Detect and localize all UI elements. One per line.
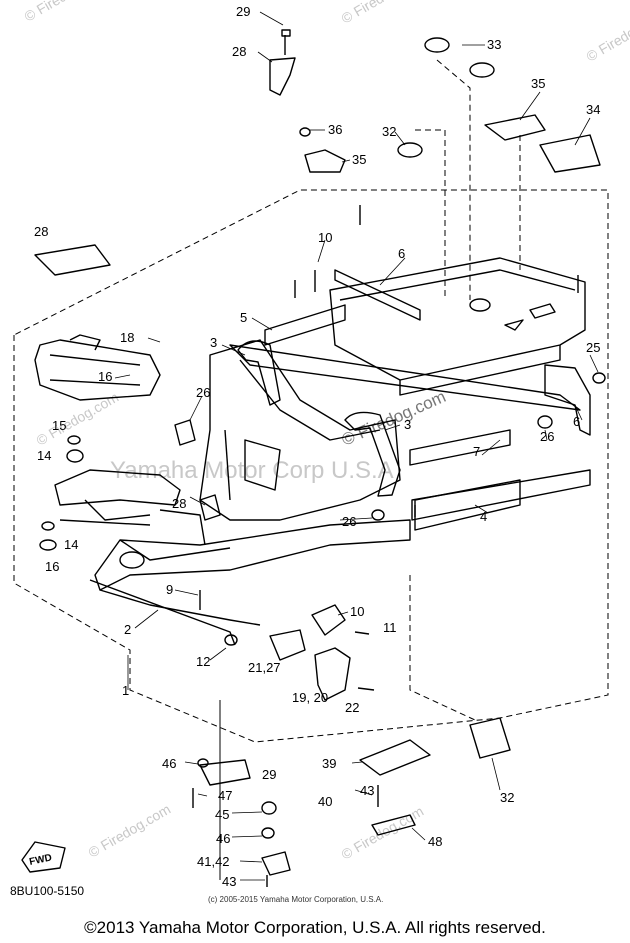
callout-label: 47 [218, 788, 232, 803]
callout-label: 1 [122, 683, 129, 698]
callout-label: 12 [196, 654, 210, 669]
callout-label: 43 [222, 874, 236, 889]
callout-label: 29 [236, 4, 250, 19]
callout-label: 7 [473, 444, 480, 459]
frame-drawing [21, 29, 606, 887]
callout-label: 26 [196, 385, 210, 400]
callout-label: 3 [404, 417, 411, 432]
callout-label: 25 [586, 340, 600, 355]
callout-label: 26 [342, 514, 356, 529]
fwd-arrow-label: FWD [28, 852, 53, 867]
callout-label: 46 [216, 831, 230, 846]
callout-label: 34 [586, 102, 600, 117]
callout-label: 43 [360, 783, 374, 798]
small-copyright: (c) 2005-2015 Yamaha Motor Corporation, … [208, 895, 384, 904]
footer-copyright: ©2013 Yamaha Motor Corporation, U.S.A. A… [84, 918, 546, 937]
callout-label: 29 [262, 767, 276, 782]
callout-label: 22 [345, 700, 359, 715]
callout-label: 2 [124, 622, 131, 637]
callout-label: 19, 20 [292, 690, 328, 705]
callout-label: 39 [322, 756, 336, 771]
assembly-boundary [13, 59, 609, 743]
callout-label: 40 [318, 794, 332, 809]
callout-label: 16 [45, 559, 59, 574]
callout-label: 21,27 [248, 660, 281, 675]
callout-label: 45 [215, 807, 229, 822]
callout-label: 6 [398, 246, 405, 261]
callout-label: 14 [37, 448, 51, 463]
callout-label: 35 [531, 76, 545, 91]
callout-label: 36 [328, 122, 342, 137]
callout-label: 4 [480, 509, 487, 524]
callout-label: 10 [318, 230, 332, 245]
callout-label: 14 [64, 537, 78, 552]
callout-label: 48 [428, 834, 442, 849]
watermark-faint: Yamaha Motor Corp U.S.A [110, 457, 394, 484]
callout-label: 5 [240, 310, 247, 325]
callout-label: 28 [34, 224, 48, 239]
leader-lines [114, 11, 599, 881]
callout-label: 3 [210, 335, 217, 350]
watermark-text: © Firedog.com [584, 5, 630, 65]
callout-label: 11 [383, 620, 397, 635]
callout-label: 28 [232, 44, 246, 59]
watermark-text: © Firedog.com [339, 803, 427, 863]
callout-label: 33 [487, 37, 501, 52]
callout-label: 15 [52, 418, 66, 433]
watermark-text: © Firedog.com [339, 0, 427, 27]
callout-layer: 29 28 33 35 34 32 36 35 28 10 6 5 3 18 2… [28, 4, 600, 889]
callout-label: 26 [540, 429, 554, 444]
diagram-code: 8BU100-5150 [10, 884, 85, 898]
callout-label: 6 [573, 414, 580, 429]
callout-label: 28 [172, 496, 186, 511]
callout-label: 46 [162, 756, 176, 771]
callout-label: 35 [352, 152, 366, 167]
callout-label: 32 [500, 790, 514, 805]
callout-label: 41,42 [197, 854, 230, 869]
watermark-text: © Firedog.com [22, 0, 110, 25]
watermark-text: © Firedog.com [86, 801, 174, 861]
callout-label: 16 [98, 369, 112, 384]
watermark-layer: © Firedog.com © Firedog.com © Firedog.co… [22, 0, 630, 863]
watermark-center: © Firedog.com [339, 387, 449, 450]
callout-label: 10 [350, 604, 364, 619]
callout-label: 9 [166, 582, 173, 597]
callout-label: 32 [382, 124, 396, 139]
callout-label: 18 [120, 330, 134, 345]
